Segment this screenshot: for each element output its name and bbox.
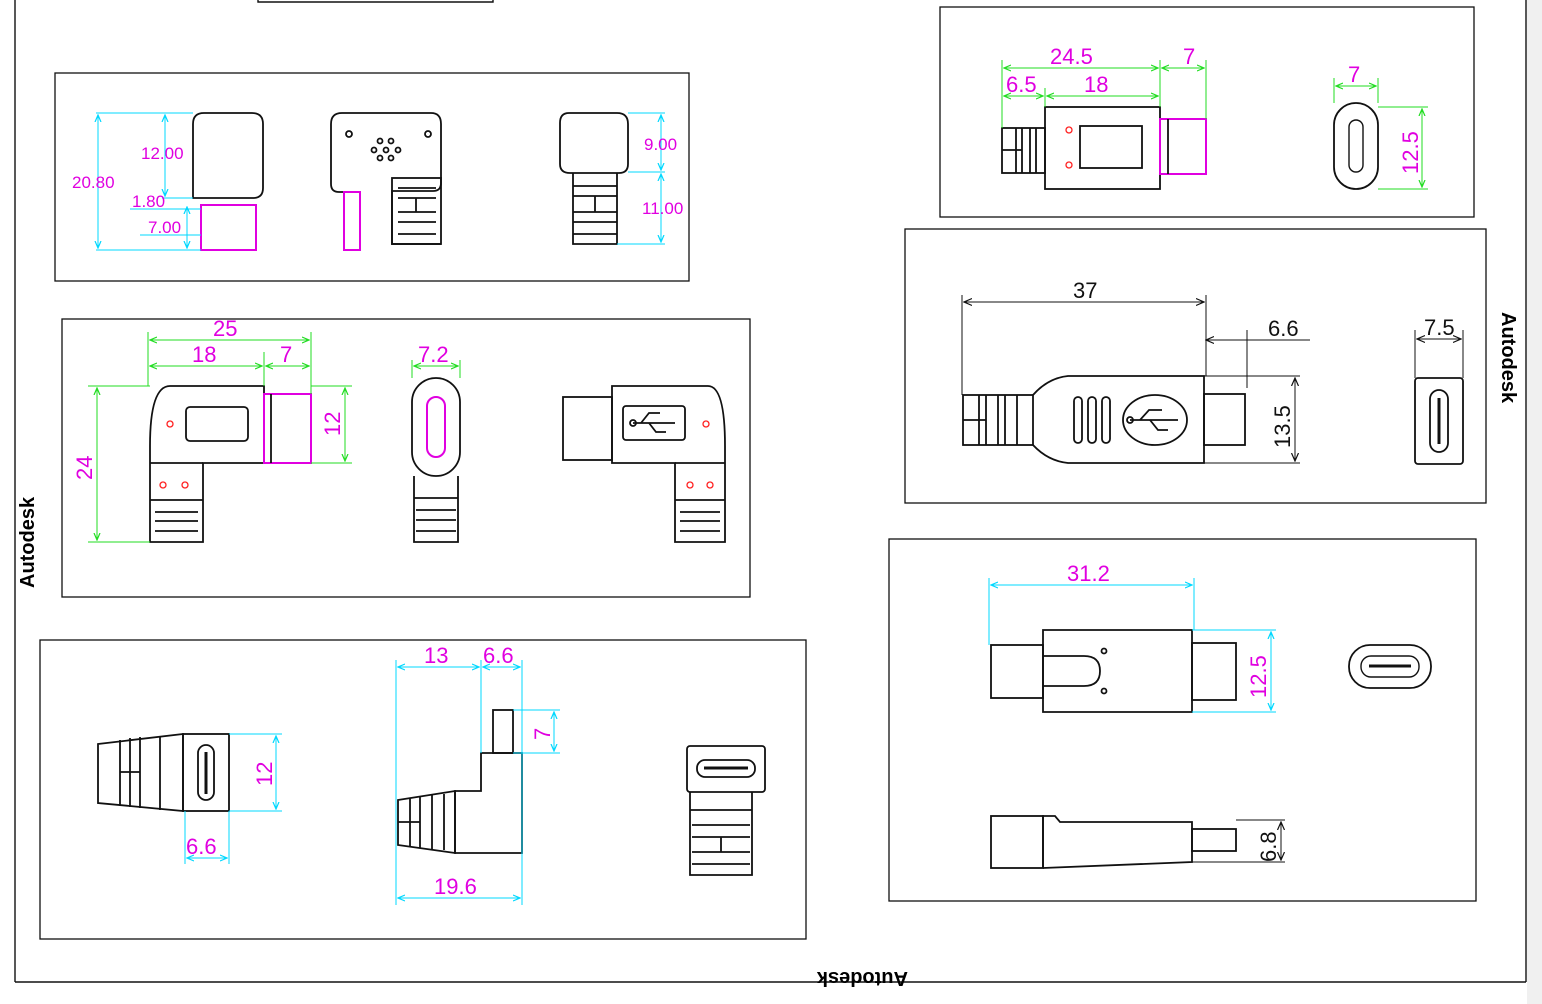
panel-2-left-view bbox=[149, 385, 312, 543]
panel-3-right-view bbox=[686, 745, 766, 876]
panel-6-bottom-view bbox=[990, 815, 1237, 869]
dim-13-5: 13.5 bbox=[1270, 405, 1295, 448]
dim-18: 18 bbox=[192, 342, 216, 367]
panel-1-front-view bbox=[330, 112, 442, 251]
dim-7: 7 bbox=[530, 728, 555, 740]
panel-5: 37 6.6 13.5 7.5 bbox=[904, 228, 1487, 504]
panel-1-back-view bbox=[559, 112, 629, 245]
dim-13: 13 bbox=[424, 643, 448, 668]
dim-19-6: 19.6 bbox=[434, 874, 477, 899]
panel-5-side-view bbox=[962, 375, 1246, 464]
dim-12-5: 12.5 bbox=[1398, 131, 1423, 174]
dim-12-5: 12.5 bbox=[1246, 655, 1271, 698]
right-edge-shade bbox=[1527, 0, 1542, 1004]
dim-6-6-top: 6.6 bbox=[483, 643, 514, 668]
dim-24: 24 bbox=[72, 456, 97, 480]
panel-2: 25 18 7 24 12 7.2 bbox=[61, 316, 751, 598]
panel-1: 20.80 12.00 1.80 7.00 bbox=[54, 72, 690, 282]
dim-11-00: 11.00 bbox=[642, 199, 683, 218]
dim-18: 18 bbox=[1084, 72, 1108, 97]
dim-7-2: 7.2 bbox=[418, 342, 449, 367]
dim-7-top: 7 bbox=[1183, 44, 1195, 69]
panel-6-top-view bbox=[990, 629, 1237, 713]
panel-3: 12 6.6 13 6.6 7 19.6 bbox=[39, 639, 807, 940]
panel-6-end-view bbox=[1348, 644, 1432, 689]
dim-7-right: 7 bbox=[1348, 62, 1360, 87]
dim-6-6: 6.6 bbox=[1268, 316, 1299, 341]
dim-6-8: 6.8 bbox=[1256, 831, 1281, 862]
dim-20-80: 20.80 bbox=[72, 173, 115, 192]
watermark-bottom: Autodesk bbox=[816, 967, 908, 989]
panel-4-end-view bbox=[1333, 102, 1379, 190]
panel-5-end-view bbox=[1414, 377, 1464, 465]
sheet-border bbox=[14, 0, 1527, 983]
dim-6-6-bottom: 6.6 bbox=[186, 834, 217, 859]
panel-2-middle-view bbox=[411, 377, 461, 543]
panel-6: 31.2 12.5 6.8 bbox=[888, 538, 1477, 902]
dim-25: 25 bbox=[213, 316, 237, 341]
dim-12: 12 bbox=[320, 412, 345, 436]
watermark-right: Autodesk bbox=[1497, 312, 1519, 404]
dim-6-5: 6.5 bbox=[1006, 72, 1037, 97]
panel-2-right-view bbox=[562, 385, 726, 543]
dim-9-00: 9.00 bbox=[644, 135, 677, 154]
dim-12: 12 bbox=[252, 762, 277, 786]
dim-7-5: 7.5 bbox=[1424, 315, 1455, 340]
dim-1-80: 1.80 bbox=[132, 192, 165, 211]
panel-4: 24.5 7 6.5 18 7 12.5 bbox=[939, 6, 1475, 218]
dim-37: 37 bbox=[1073, 278, 1097, 303]
watermark-left: Autodesk bbox=[17, 496, 39, 588]
dim-31-2: 31.2 bbox=[1067, 561, 1110, 586]
dim-12-00: 12.00 bbox=[141, 144, 184, 163]
dim-7: 7 bbox=[280, 342, 292, 367]
panel-3-middle-view bbox=[397, 709, 523, 855]
dim-24-5: 24.5 bbox=[1050, 44, 1093, 69]
panel-1-side-view bbox=[192, 112, 264, 251]
panel-3-left-view bbox=[97, 732, 230, 812]
panel-4-side-view bbox=[1001, 106, 1207, 190]
dim-7-00: 7.00 bbox=[148, 218, 181, 237]
